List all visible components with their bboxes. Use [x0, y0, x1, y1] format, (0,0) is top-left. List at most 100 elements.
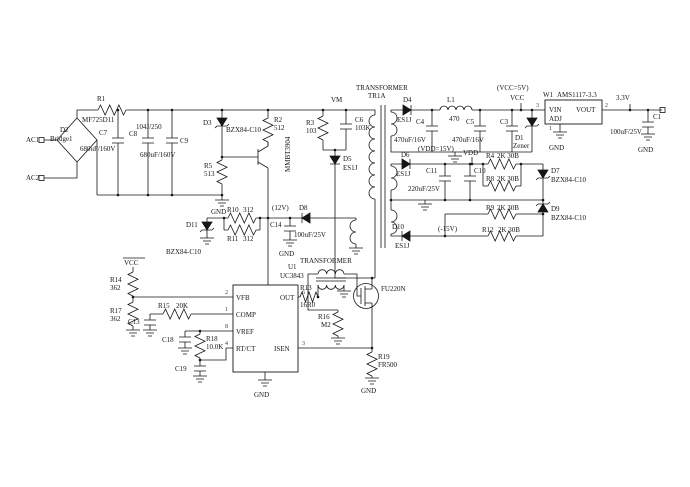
gnd-label: GND	[211, 208, 226, 216]
vdd-15v-note: (VDD=15V)	[418, 145, 454, 153]
r16-ref-label: R16	[318, 313, 330, 321]
c6-ref-label: C6	[355, 116, 364, 124]
u1-ref: U1	[288, 263, 297, 271]
r4-ref-label: R4	[486, 152, 495, 160]
u1-part: UC3843	[280, 272, 304, 280]
capacitor-c5-symbol	[473, 125, 487, 132]
diode-d5-symbol	[329, 155, 341, 165]
c18-ref-label: C18	[162, 336, 174, 344]
w1-pin-vin: VIN	[549, 106, 561, 114]
transformer-tr1a-symbol	[349, 105, 398, 248]
vcc-label-left: VCC	[124, 259, 139, 267]
w1-pinnum-adj: 1	[549, 126, 552, 132]
capacitor-c7-symbol	[111, 137, 125, 144]
c5-ref-label: C5	[466, 118, 475, 126]
d9-ref-label: D9	[551, 205, 560, 213]
d6-value-label: ES1J	[396, 170, 411, 178]
c8-ref-label: C8	[129, 130, 138, 138]
r13-value-label: 16R0	[300, 301, 316, 309]
capacitor-c18-symbol	[178, 336, 192, 343]
u1-pinnum-isen: 3	[302, 341, 305, 347]
u1-pin-vref: VREF	[236, 328, 254, 336]
d3-ref-label: D3	[203, 119, 212, 127]
transformer-labels: TRANSFORMER TR1A TRANSFORMER	[300, 84, 408, 265]
c11-value-label: 220uF/25V	[408, 185, 440, 193]
gnd-label: GND	[279, 250, 294, 258]
w1-pin-adj: ADJ	[549, 115, 562, 123]
capacitor-c11-symbol	[438, 175, 452, 182]
c13-ref-label: C13	[128, 318, 140, 326]
diode-d10-symbol	[401, 230, 411, 242]
tr1-title: TRANSFORMER	[356, 84, 408, 92]
r1-ref-label: R1	[97, 95, 106, 103]
ic-boxes	[232, 99, 603, 373]
resistor-r10-symbol	[227, 212, 257, 224]
capacitor-c13-symbol	[143, 319, 157, 326]
d4-value-label: ES1J	[397, 116, 412, 124]
r18-ref-label: R18	[206, 335, 218, 343]
gnd-label: GND	[361, 387, 376, 395]
d11-value-label: BZX84-C10	[166, 248, 202, 256]
vcc-5v-note: (VCC=5V)	[497, 84, 529, 92]
d5-ref-label: D5	[343, 155, 352, 163]
resistor-r15-symbol	[162, 308, 192, 320]
v12-note: (12V)	[272, 204, 289, 212]
l1-value-label: 470	[449, 115, 460, 123]
r3-value-label: 103	[306, 127, 317, 135]
r12-value-label: 2K 30B	[498, 226, 520, 234]
l1-ref-label: L1	[447, 96, 455, 104]
c7-ref-label: C7	[99, 129, 108, 137]
c1-ref-label: C1	[653, 113, 662, 121]
gnd-label: GND	[254, 391, 269, 399]
gate-drive-transformer-symbol	[316, 269, 346, 290]
r13-ref-label: R13	[300, 284, 312, 292]
w1-pinnum-vout: 2	[605, 103, 608, 109]
r15-value-label: 20K	[176, 302, 188, 310]
c3-ref-label: C3	[500, 118, 509, 126]
bridge-rectifier-d2-symbol	[56, 117, 98, 163]
resistor-r3-symbol	[317, 115, 329, 141]
d5-value-label: ES1J	[343, 164, 358, 172]
ac-terminal-squares	[38, 107, 666, 181]
c9-ref-label: C9	[180, 137, 189, 145]
r2-ref-label: R2	[274, 116, 283, 124]
w1-pin-vout: VOUT	[576, 106, 596, 114]
d11-ref-label: D11	[186, 221, 198, 229]
r4-value-label: 2K 30B	[497, 152, 519, 160]
resistor-r18-symbol	[194, 333, 206, 359]
r5-value-label: 513	[204, 170, 215, 178]
r11-value-label: 312	[243, 235, 254, 243]
d2-value-label: Bridge1	[50, 135, 73, 143]
u1-pinnum-rtct: 4	[225, 341, 228, 347]
capacitor-symbols	[111, 121, 655, 372]
c14-value-label: 100uF/25V	[294, 231, 326, 239]
r5-ref-label: R5	[204, 162, 213, 170]
vm-label: VM	[331, 96, 343, 104]
d7-ref-label: D7	[551, 167, 560, 175]
zener-d9-symbol	[535, 201, 551, 213]
u1-pin-comp: COMP	[236, 311, 256, 319]
d10-ref-label: D10	[392, 223, 405, 231]
capacitor-c6-symbol	[339, 123, 353, 130]
c11-ref-label: C11	[426, 167, 438, 175]
inductor-l1-symbol	[439, 105, 473, 111]
u1-pin-out: OUT	[280, 294, 295, 302]
r17-ref-label: R17	[110, 307, 122, 315]
component-labels: R1 MF725D11 D2 Bridge1 C7 680uF/160V C8 …	[50, 95, 662, 373]
ac1-label: AC1	[26, 136, 40, 144]
w1-pinnum-vin: 3	[536, 103, 539, 109]
capacitor-c9-symbol	[165, 137, 179, 144]
r9-value-label: 2K 30B	[497, 204, 519, 212]
r16-value-label: M2	[321, 321, 331, 329]
u1-pin-isen: ISEN	[274, 345, 290, 353]
capacitor-c4-symbol	[425, 125, 439, 132]
d9-value-label: BZX84-C10	[551, 214, 587, 222]
c10-ref-label: C10	[474, 167, 486, 175]
c1-value-label: 100uF/25V	[610, 128, 642, 136]
vneg15-note: (-15V)	[438, 225, 458, 233]
r10-value-label: 312	[243, 206, 254, 214]
d8-ref-label: D8	[299, 204, 308, 212]
resistor-r14-symbol	[127, 271, 139, 297]
